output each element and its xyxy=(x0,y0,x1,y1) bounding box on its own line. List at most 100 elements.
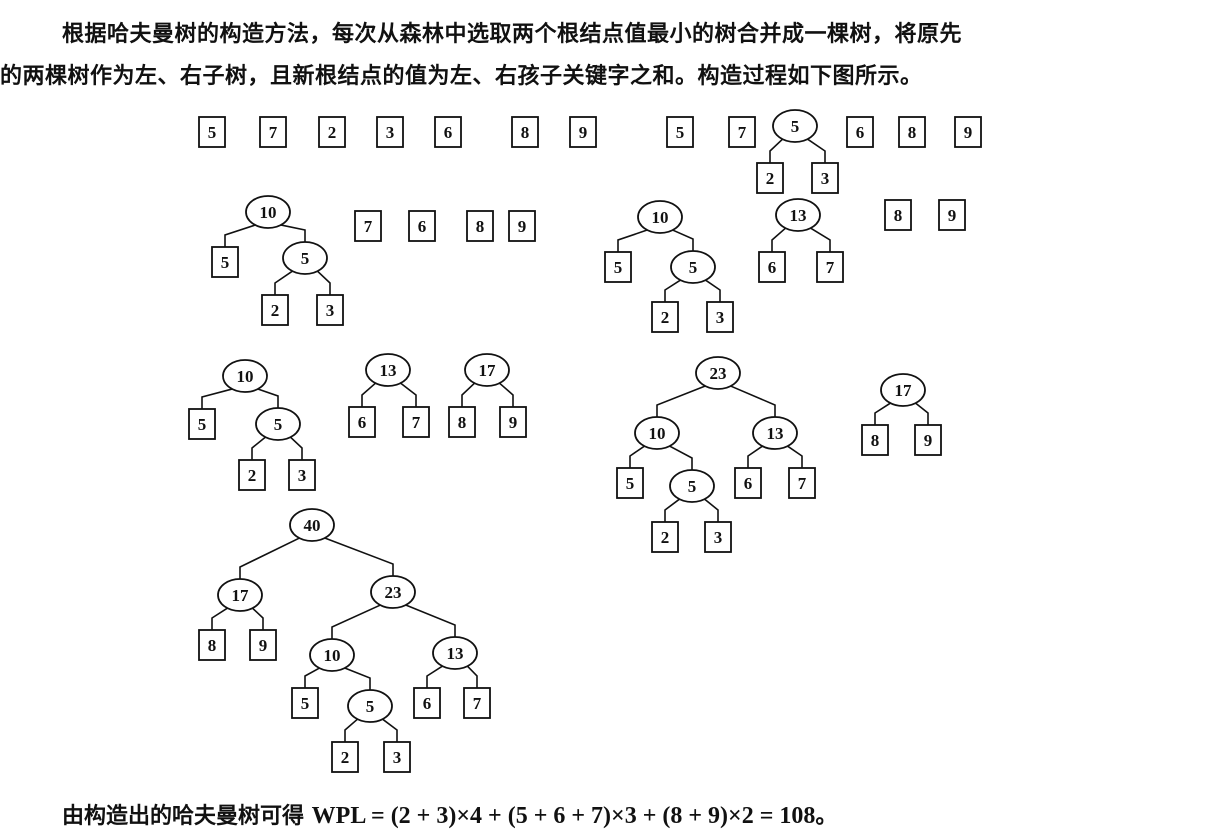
tree-edge xyxy=(914,402,929,425)
tree-edge xyxy=(404,604,456,637)
node-value: 2 xyxy=(271,301,280,320)
node-value: 17 xyxy=(479,361,497,380)
node-value: 6 xyxy=(358,413,367,432)
leaf-box xyxy=(728,116,756,148)
internal-node: 10 xyxy=(222,359,268,393)
leaf-box xyxy=(402,406,430,438)
internal-ellipse xyxy=(289,508,335,542)
leaf-box xyxy=(666,116,694,148)
leaf-box xyxy=(811,162,839,194)
node-value: 8 xyxy=(476,217,485,236)
node-value: 10 xyxy=(324,646,341,665)
tree-edge xyxy=(668,445,693,470)
wpl-formula: 由构造出的哈夫曼树可得 WPL = (2 + 3)×4 + (5 + 6 + 7… xyxy=(62,798,837,830)
tree-edge xyxy=(704,279,721,302)
leaf-box xyxy=(354,210,382,242)
leaf-box xyxy=(466,210,494,242)
node-value: 5 xyxy=(301,249,310,268)
node-value: 8 xyxy=(521,123,530,142)
internal-node: 5 xyxy=(347,689,393,723)
leaf-box xyxy=(508,210,536,242)
leaf-node: 9 xyxy=(914,424,942,456)
internal-ellipse xyxy=(365,353,411,387)
internal-node: 5 xyxy=(670,250,716,284)
internal-ellipse xyxy=(432,636,478,670)
leaf-box xyxy=(861,424,889,456)
node-value: 3 xyxy=(714,528,723,547)
leaf-node: 7 xyxy=(402,406,430,438)
leaf-node: 2 xyxy=(331,741,359,773)
internal-node: 10 xyxy=(245,195,291,229)
node-value: 3 xyxy=(298,466,307,485)
node-value: 5 xyxy=(688,477,697,496)
leaf-node: 3 xyxy=(704,521,732,553)
internal-node: 13 xyxy=(365,353,411,387)
leaf-box xyxy=(413,687,441,719)
node-value: 3 xyxy=(716,308,725,327)
leaf-box xyxy=(511,116,539,148)
tree-edge xyxy=(426,665,444,688)
leaf-node: 5 xyxy=(188,408,216,440)
internal-ellipse xyxy=(347,689,393,723)
tree-edge xyxy=(629,445,646,468)
internal-ellipse xyxy=(309,638,355,672)
tree-edge xyxy=(274,270,294,295)
leaf-node: 2 xyxy=(318,116,346,148)
tree-edge xyxy=(251,607,264,630)
tree-edge xyxy=(323,537,394,576)
leaf-box xyxy=(938,199,966,231)
leaf-box xyxy=(211,246,239,278)
internal-ellipse xyxy=(695,356,741,390)
leaf-node: 5 xyxy=(616,467,644,499)
tree-edge xyxy=(344,718,359,742)
tree-edge xyxy=(671,229,694,251)
leaf-node: 5 xyxy=(291,687,319,719)
node-value: 8 xyxy=(208,636,217,655)
internal-node: 17 xyxy=(880,373,926,407)
tree-edge xyxy=(304,667,321,688)
tree-edge xyxy=(201,388,234,409)
leaf-node: 6 xyxy=(734,467,762,499)
leaf-box xyxy=(604,251,632,283)
tree-edge xyxy=(664,498,681,522)
node-value: 5 xyxy=(626,474,635,493)
leaf-node: 7 xyxy=(728,116,756,148)
leaf-box xyxy=(188,408,216,440)
leaf-node: 2 xyxy=(651,521,679,553)
internal-node: 10 xyxy=(637,200,683,234)
node-value: 3 xyxy=(821,169,830,188)
node-value: 7 xyxy=(738,123,747,142)
node-value: 5 xyxy=(366,697,375,716)
leaf-node: 5 xyxy=(666,116,694,148)
node-value: 10 xyxy=(260,203,277,222)
leaf-box xyxy=(569,116,597,148)
node-value: 5 xyxy=(198,415,207,434)
node-value: 5 xyxy=(301,694,310,713)
leaf-box xyxy=(734,467,762,499)
leaf-box xyxy=(448,406,476,438)
tree-edge xyxy=(806,138,826,163)
node-value: 6 xyxy=(768,258,777,277)
leaf-node: 7 xyxy=(259,116,287,148)
leaf-box xyxy=(651,301,679,333)
node-value: 17 xyxy=(895,381,913,400)
leaf-box xyxy=(704,521,732,553)
internal-ellipse xyxy=(880,373,926,407)
leaf-box xyxy=(291,687,319,719)
node-value: 9 xyxy=(509,413,518,432)
leaf-box xyxy=(816,251,844,283)
tree-edge xyxy=(361,382,377,407)
node-value: 9 xyxy=(259,636,268,655)
internal-ellipse xyxy=(775,198,821,232)
tree-edge xyxy=(399,382,417,407)
tree-edge xyxy=(656,385,707,417)
node-value: 2 xyxy=(661,308,670,327)
node-value: 3 xyxy=(386,123,395,142)
internal-ellipse xyxy=(752,416,798,450)
tree-edge xyxy=(239,537,301,579)
internal-node: 5 xyxy=(255,407,301,441)
leaf-node: 8 xyxy=(511,116,539,148)
